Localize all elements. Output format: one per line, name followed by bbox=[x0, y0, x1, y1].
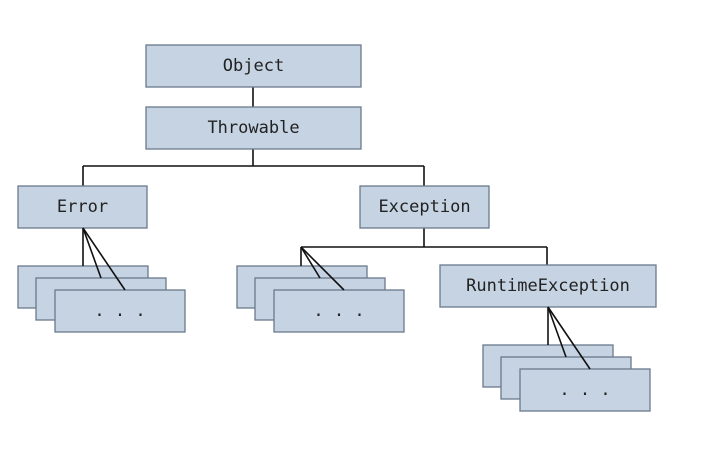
runtime-exception-node: RuntimeException bbox=[439, 264, 657, 308]
exception-subclasses-ellipsis: . . . bbox=[313, 301, 364, 321]
error-fan-line-3 bbox=[82, 227, 126, 291]
exception-label: Exception bbox=[378, 197, 470, 217]
exception-fan-line-2 bbox=[300, 246, 321, 279]
runtime-stack-front bbox=[519, 368, 651, 412]
runtime-fan-line-2 bbox=[547, 306, 567, 358]
error-subclasses-stack: . . . bbox=[17, 227, 186, 333]
object-node: Object bbox=[145, 44, 362, 88]
error-subclasses-ellipsis: . . . bbox=[94, 301, 145, 321]
runtime-fan-line-3 bbox=[547, 306, 591, 370]
error-stack-front bbox=[54, 289, 186, 333]
runtime-subclasses-ellipsis: . . . bbox=[559, 380, 610, 400]
connectors bbox=[82, 87, 548, 265]
throwable-node: Throwable bbox=[145, 106, 362, 150]
exception-fan-line-3 bbox=[300, 246, 345, 291]
exception-node: Exception bbox=[359, 185, 490, 229]
exception-stack-front bbox=[273, 289, 405, 333]
runtime-exception-label: RuntimeException bbox=[466, 276, 630, 296]
error-fan-line-2 bbox=[82, 227, 102, 279]
error-label: Error bbox=[57, 197, 108, 217]
error-node: Error bbox=[17, 185, 148, 229]
exception-subclasses-stack: . . . bbox=[236, 246, 405, 333]
runtime-subclasses-stack: . . . bbox=[482, 306, 651, 412]
object-label: Object bbox=[223, 56, 284, 76]
throwable-label: Throwable bbox=[207, 118, 299, 138]
